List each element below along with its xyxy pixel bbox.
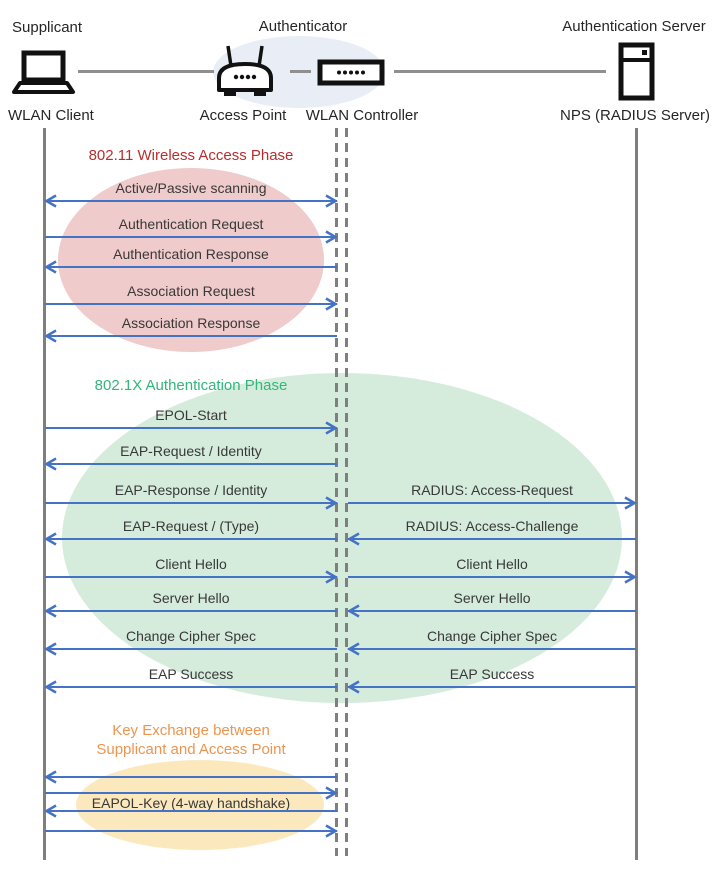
message-label: Change Cipher Spec xyxy=(427,628,557,644)
message-label: Association Request xyxy=(127,283,255,299)
device-label-wlan-client: WLAN Client xyxy=(8,107,94,124)
message-arrow-both xyxy=(44,194,338,208)
message-arrow-right xyxy=(348,496,637,510)
message-label: Association Response xyxy=(121,315,261,331)
role-label-supplicant: Supplicant xyxy=(12,19,83,36)
laptop-icon xyxy=(12,50,75,94)
lifeline-supplicant xyxy=(43,128,46,860)
role-label-authentication-server: Authentication Server xyxy=(562,18,706,35)
message-label: Authentication Request xyxy=(118,216,264,232)
connector-ap-controller xyxy=(290,70,311,73)
access-point-icon xyxy=(217,45,273,96)
lifeline-controller-dashed-1 xyxy=(335,128,338,856)
lifeline-authentication-server xyxy=(635,128,638,860)
message-label: RADIUS: Access-Request xyxy=(411,482,573,498)
message-label: Active/Passive scanning xyxy=(115,180,267,196)
message-label: Client Hello xyxy=(456,556,528,572)
message-arrow-left xyxy=(44,532,337,546)
message-arrow-left xyxy=(347,680,636,694)
message-arrow-right xyxy=(45,824,338,838)
message-arrow-right xyxy=(45,421,338,435)
phase-title-80211: 802.11 Wireless Access Phase xyxy=(88,147,294,164)
connector-controller-server xyxy=(394,70,606,73)
wlan-controller-icon xyxy=(317,59,385,86)
message-label: EAP Success xyxy=(449,666,535,682)
message-arrow-right xyxy=(348,570,637,584)
device-label-wlan-controller: WLAN Controller xyxy=(305,107,419,124)
device-label-nps-radius-server: NPS (RADIUS Server) xyxy=(559,107,711,124)
message-arrow-right xyxy=(45,786,338,800)
message-label: EPOL-Start xyxy=(155,407,227,423)
message-arrow-left xyxy=(44,457,337,471)
role-label-authenticator: Authenticator xyxy=(258,18,348,35)
phase-ellipse-80211 xyxy=(58,168,324,352)
message-label: EAP Success xyxy=(148,666,234,682)
device-label-access-point: Access Point xyxy=(199,107,287,124)
message-label: Client Hello xyxy=(155,556,227,572)
message-arrow-left xyxy=(44,329,337,343)
message-arrow-left xyxy=(44,804,337,818)
message-arrow-right xyxy=(45,297,338,311)
message-arrow-right xyxy=(45,570,338,584)
message-label: EAP-Request / (Type) xyxy=(122,518,260,534)
message-label: EAP-Response / Identity xyxy=(114,482,268,498)
lifeline-controller-dashed-2 xyxy=(345,128,348,856)
message-label: Server Hello xyxy=(453,590,531,606)
message-label: Change Cipher Spec xyxy=(126,628,256,644)
message-label: EAPOL-Key (4-way handshake) xyxy=(91,795,291,811)
message-label: EAP-Request / Identity xyxy=(120,443,262,459)
message-arrow-left xyxy=(347,604,636,618)
message-arrow-left xyxy=(44,642,337,656)
phase-ellipse-key-exchange xyxy=(76,760,324,850)
message-arrow-left xyxy=(347,642,636,656)
message-arrow-right xyxy=(45,496,338,510)
message-arrow-left xyxy=(44,260,337,274)
message-arrow-right xyxy=(45,230,338,244)
server-icon xyxy=(618,42,655,101)
phase-title-key-exchange: Key Exchange between Supplicant and Acce… xyxy=(96,722,286,758)
message-arrow-left xyxy=(44,680,337,694)
message-label: Server Hello xyxy=(152,590,230,606)
message-arrow-left xyxy=(44,770,337,784)
message-arrow-left xyxy=(347,532,636,546)
message-label: RADIUS: Access-Challenge xyxy=(405,518,579,534)
message-arrow-left xyxy=(44,604,337,618)
phase-title-8021x: 802.1X Authentication Phase xyxy=(94,377,288,394)
connector-client-ap xyxy=(78,70,214,73)
message-label: Authentication Response xyxy=(113,246,269,262)
